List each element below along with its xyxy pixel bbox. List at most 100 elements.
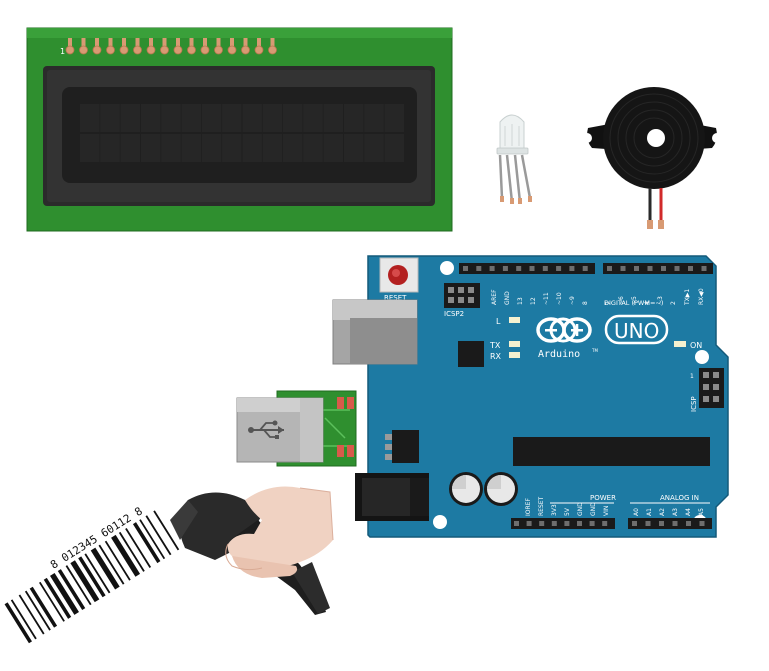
digital-pin	[569, 266, 575, 271]
power-label: POWER	[590, 494, 616, 502]
lcd-char-cell	[343, 134, 364, 162]
power-pin	[526, 521, 532, 526]
digital-pin	[463, 266, 468, 271]
lcd-char-cell	[201, 134, 222, 162]
power-pin	[514, 521, 519, 526]
barcode-bar	[90, 547, 120, 590]
lcd-char-cell	[343, 104, 364, 132]
digital-pin	[542, 266, 548, 271]
digital-pin-label: 4	[644, 301, 651, 305]
digital-pin	[489, 266, 495, 271]
barcode-bar	[65, 565, 92, 606]
lcd-char-cell	[262, 104, 283, 132]
lcd-char-cell	[161, 104, 181, 132]
barcode-bar	[118, 531, 145, 572]
barcode-bar	[111, 534, 141, 577]
lcd-pin	[92, 45, 102, 55]
digital-pin-label: 12	[530, 297, 537, 305]
lcd-pin-leg	[135, 38, 140, 47]
digital-pin-label: 2	[670, 301, 677, 305]
lcd-char-cell	[283, 134, 303, 162]
digital-pin	[607, 266, 612, 271]
digital-pin-label: 8	[582, 301, 589, 305]
led-on	[674, 341, 686, 347]
usb-icon	[248, 420, 284, 439]
lcd-char-cell	[100, 104, 120, 132]
lcd-char-cell	[140, 134, 161, 162]
barcode-bar	[57, 569, 86, 611]
lcd-char-cell	[364, 104, 384, 132]
lcd-pin	[254, 45, 264, 55]
lcd-pin	[133, 45, 142, 55]
voltage-regulator	[385, 430, 419, 463]
analog-pin	[686, 521, 691, 526]
lcd-char-cell	[303, 104, 323, 132]
barcode-bar	[98, 544, 125, 585]
digital-pin	[661, 266, 666, 271]
digital-header	[459, 263, 713, 274]
icsp2-pin	[468, 287, 474, 293]
lcd-pin-leg	[243, 38, 248, 47]
icsp2-pin	[468, 297, 474, 303]
digital-pin-label: ~10	[556, 292, 563, 305]
lcd-pin-leg	[230, 38, 234, 47]
power-pin-label: VIN	[603, 506, 610, 516]
lcd-pin	[173, 45, 183, 55]
lcd-char-cell	[262, 134, 283, 162]
led-tx-label: TX	[489, 341, 501, 350]
barcode-label: 8 012345 60112 8	[4, 504, 180, 644]
analog-pin-label: A0	[633, 508, 640, 516]
lcd-char-cell	[222, 134, 242, 162]
lcd-char-cell	[120, 104, 141, 132]
digital-pin-label: RX◀0	[698, 288, 705, 305]
barcode-bar	[29, 586, 58, 628]
lcd-char-cell	[384, 104, 404, 132]
barcode-bar	[24, 590, 51, 631]
brand-label: Arduino	[538, 349, 580, 360]
digital-pin-label: 7	[605, 301, 612, 305]
power-header	[511, 518, 615, 529]
icsp-pin	[703, 384, 709, 390]
icsp2-label: ICSP2	[444, 310, 464, 318]
lcd-char-cell	[201, 104, 222, 132]
digital-pin	[556, 266, 562, 271]
power-pin-label: IOREF	[525, 498, 532, 516]
usb-controller-chip	[458, 341, 484, 367]
lcd-char-cell	[323, 104, 344, 132]
reset-button[interactable]	[379, 257, 419, 293]
lcd-pin-leg	[68, 38, 72, 47]
lcd-header-pins	[65, 38, 277, 55]
led-rx-label: RX	[490, 352, 502, 361]
power-pin	[589, 521, 595, 526]
power-pin-label: 5V	[564, 507, 571, 516]
lcd-char-cell	[181, 134, 201, 162]
lcd-pin	[79, 45, 88, 55]
power-pin-label: 3V3	[551, 504, 558, 516]
capacitor-1	[449, 472, 483, 506]
lcd-char-cell	[384, 134, 404, 162]
lcd-pin-leg	[108, 38, 113, 47]
barcode-bar	[145, 515, 172, 556]
analog-header	[628, 518, 712, 529]
barcode-bar	[132, 522, 161, 564]
digital-pin	[647, 266, 653, 271]
analog-pin	[632, 521, 637, 526]
lcd-pin	[268, 45, 277, 55]
lcd-char-cell	[181, 104, 201, 132]
barcode-bar	[104, 540, 131, 581]
digital-pin-label: ~6	[618, 296, 625, 305]
analog-pin	[672, 521, 678, 526]
model-label: UNO	[614, 319, 659, 343]
digital-pin-label: ~5	[631, 296, 638, 305]
icsp2-pin	[448, 287, 454, 293]
dc-power-jack	[355, 473, 429, 521]
analog-pin-label: A4	[685, 508, 692, 516]
lcd-char-cell	[161, 134, 181, 162]
lcd-pin-leg	[81, 38, 86, 47]
lcd-char-cell	[100, 134, 120, 162]
icsp2-pin	[458, 287, 464, 293]
lcd-char-cell	[80, 134, 100, 162]
digital-pin	[529, 266, 535, 271]
digital-pin	[634, 266, 639, 271]
